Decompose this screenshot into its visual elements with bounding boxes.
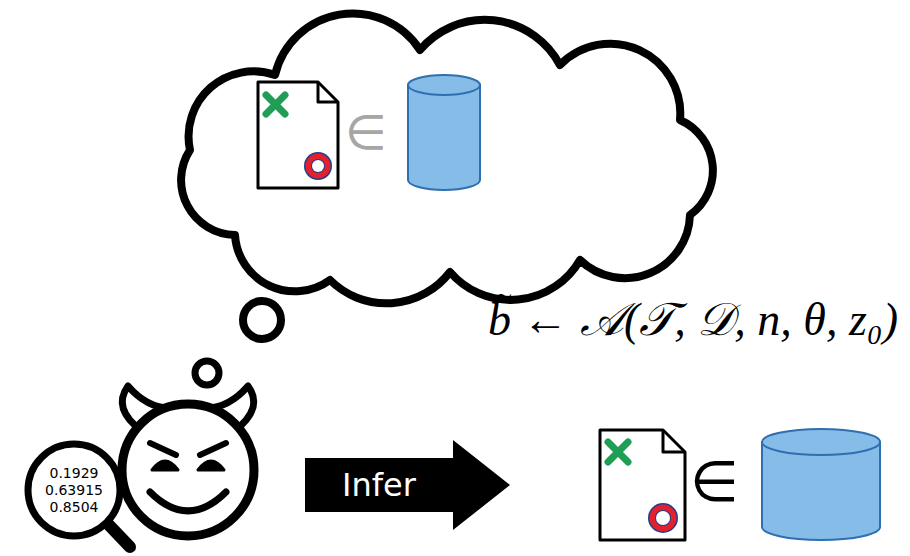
score-value: 0.1929 bbox=[50, 465, 99, 482]
cloud-outline bbox=[181, 13, 713, 303]
thought-cloud: ∈ bbox=[165, 0, 725, 300]
text-holder: 0.19290.639150.8504 bbox=[26, 442, 122, 538]
formula: b̃ ← 𝒜(𝒯, 𝒟, n, θ, z₀) bbox=[488, 292, 898, 347]
element-of-symbol: ∈ bbox=[345, 106, 387, 159]
document-icon bbox=[258, 82, 338, 188]
document-icon bbox=[600, 430, 685, 540]
infer-arrow: Infer bbox=[305, 440, 510, 530]
score-value: 0.63915 bbox=[45, 482, 103, 499]
magnifier-handle bbox=[108, 524, 130, 547]
database-icon bbox=[408, 75, 480, 190]
arrow-label: Infer bbox=[342, 466, 416, 504]
block-arrow bbox=[305, 440, 510, 530]
score-value: 0.8504 bbox=[50, 499, 99, 516]
element-of-symbol: ∈ bbox=[690, 448, 739, 515]
text-holder: Infer bbox=[305, 458, 453, 512]
text-holder: ∈ bbox=[345, 106, 387, 159]
database-icon bbox=[762, 429, 880, 540]
thought-cloud-outline bbox=[165, 0, 725, 300]
thought-bubble bbox=[243, 301, 281, 339]
lens-circle bbox=[28, 444, 120, 536]
magnifier-lens: 0.19290.639150.8504 bbox=[26, 442, 122, 538]
thought-bubble bbox=[195, 361, 219, 385]
devil-face bbox=[122, 386, 254, 536]
